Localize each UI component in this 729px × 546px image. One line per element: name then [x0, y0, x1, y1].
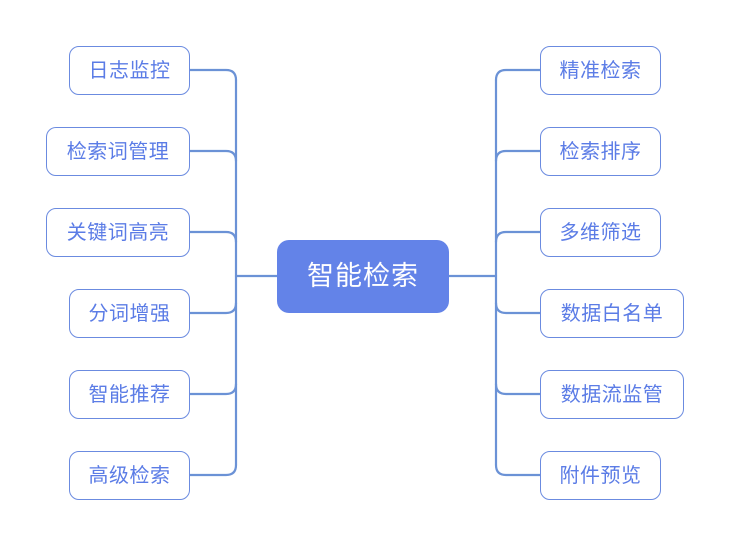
- leaf-node-label: 多维筛选: [559, 221, 642, 244]
- right-connector-5: [494, 382, 542, 396]
- left-connector-2: [188, 149, 238, 163]
- leaf-node-label: 日志监控: [88, 59, 171, 82]
- leaf-node-right-2[interactable]: 检索排序: [540, 127, 661, 176]
- leaf-node-label: 精准检索: [559, 59, 642, 82]
- leaf-node-left-5[interactable]: 智能推荐: [69, 370, 190, 419]
- leaf-node-label: 附件预览: [559, 464, 642, 487]
- center-node-intelligent-search[interactable]: 智能检索: [277, 240, 449, 313]
- leaf-node-label: 数据白名单: [560, 302, 664, 325]
- right-connector-2: [494, 149, 542, 163]
- right-connector-4: [494, 301, 542, 315]
- left-connector-6: [188, 463, 238, 477]
- leaf-node-label: 数据流监管: [560, 383, 664, 406]
- leaf-node-right-6[interactable]: 附件预览: [540, 451, 661, 500]
- left-connector-3: [188, 230, 238, 244]
- leaf-node-right-3[interactable]: 多维筛选: [540, 208, 661, 257]
- leaf-node-label: 检索排序: [559, 140, 642, 163]
- leaf-node-left-6[interactable]: 高级检索: [69, 451, 190, 500]
- left-connector-1: [188, 68, 238, 82]
- right-connector-6: [494, 463, 542, 477]
- leaf-node-left-4[interactable]: 分词增强: [69, 289, 190, 338]
- leaf-node-left-1[interactable]: 日志监控: [69, 46, 190, 95]
- leaf-node-right-1[interactable]: 精准检索: [540, 46, 661, 95]
- leaf-node-label: 检索词管理: [66, 140, 170, 163]
- leaf-node-left-2[interactable]: 检索词管理: [46, 127, 190, 176]
- leaf-node-label: 关键词高亮: [66, 221, 170, 244]
- leaf-node-right-5[interactable]: 数据流监管: [540, 370, 684, 419]
- left-connector-4: [188, 301, 238, 315]
- center-node-label: 智能检索: [307, 261, 419, 291]
- leaf-node-left-3[interactable]: 关键词高亮: [46, 208, 190, 257]
- right-connector-3: [494, 230, 542, 244]
- leaf-node-label: 分词增强: [88, 302, 171, 325]
- leaf-node-label: 智能推荐: [88, 383, 171, 406]
- right-connector-1: [494, 68, 542, 82]
- left-connector-5: [188, 382, 238, 396]
- leaf-node-right-4[interactable]: 数据白名单: [540, 289, 684, 338]
- leaf-node-label: 高级检索: [88, 464, 171, 487]
